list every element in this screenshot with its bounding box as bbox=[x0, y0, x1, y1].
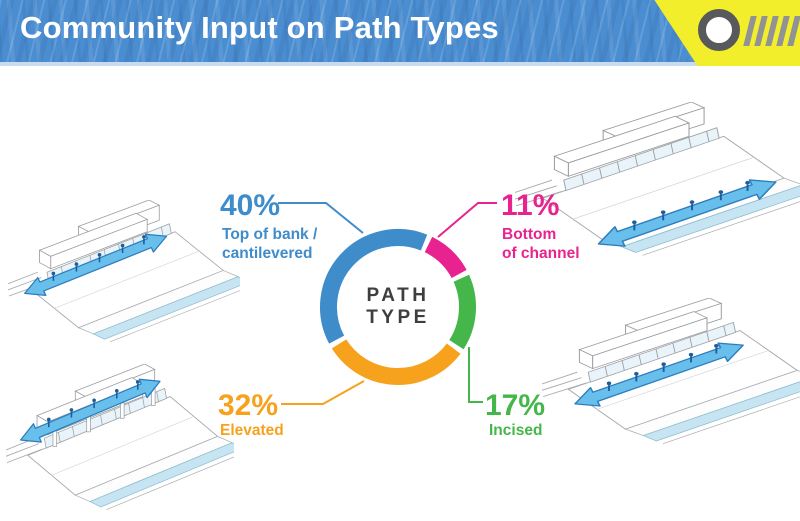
ring-icon bbox=[698, 9, 740, 51]
page-title: Community Input on Path Types bbox=[20, 10, 499, 45]
chart-center-line-1: PATH bbox=[366, 285, 430, 306]
illustration-top-of-bank bbox=[8, 200, 240, 343]
pct-elevated: 32% bbox=[218, 389, 279, 422]
tally-bars-icon bbox=[743, 16, 800, 46]
chart-center-label: PATH TYPE bbox=[318, 285, 478, 329]
illustration-incised bbox=[542, 298, 800, 445]
pct-incised: 17% bbox=[485, 389, 546, 422]
label-elevated: Elevated bbox=[220, 422, 284, 439]
chart-center-line-2: TYPE bbox=[366, 307, 430, 328]
header-bottom-strip bbox=[0, 62, 800, 66]
illustration-elevated bbox=[6, 364, 234, 511]
pct-bottom-of-channel: 11% bbox=[501, 189, 560, 222]
donut-chart bbox=[320, 229, 476, 385]
label-bottom-of-channel: Bottom of channel bbox=[502, 226, 580, 262]
label-top-of-bank: Top of bank / cantilevered bbox=[222, 226, 318, 262]
pct-top-of-bank: 40% bbox=[220, 189, 281, 222]
label-incised: Incised bbox=[489, 422, 543, 439]
